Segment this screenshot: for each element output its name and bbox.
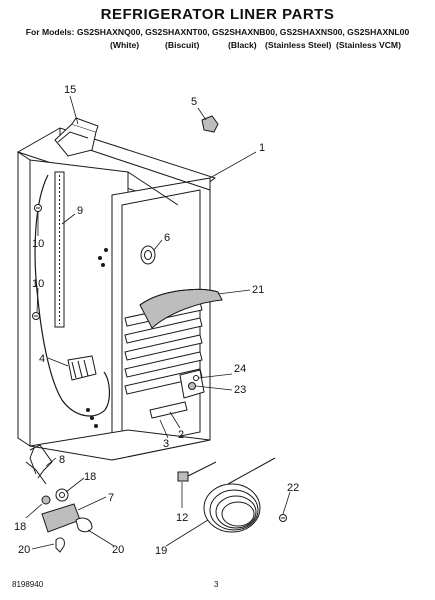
callout-15: 15 <box>64 84 76 96</box>
callout-18b: 18 <box>14 521 26 533</box>
color-label-black: (Black) <box>228 40 257 50</box>
color-label-stainless-vcm: (Stainless VCM) <box>336 40 401 50</box>
callout-10a: 10 <box>32 238 44 250</box>
callout-20b: 20 <box>112 544 124 556</box>
model-list: For Models: GS2SHAXNQ00, GS2SHAXNT00, GS… <box>25 27 410 37</box>
callout-22: 22 <box>287 482 299 494</box>
clip-part <box>201 115 219 133</box>
lamp-socket-assembly <box>41 488 93 553</box>
grommet <box>140 245 156 265</box>
small-screw <box>279 514 287 522</box>
callout-6: 6 <box>164 232 170 244</box>
color-label-stainless-steel: (Stainless Steel) <box>265 40 332 50</box>
callout-4: 4 <box>39 353 45 365</box>
callout-18a: 18 <box>84 471 96 483</box>
control-housing <box>54 117 99 157</box>
document-number: 8198940 <box>12 580 44 589</box>
callout-1: 1 <box>259 142 265 154</box>
harness-connector <box>25 444 53 485</box>
callout-24: 24 <box>234 363 246 375</box>
callout-7: 7 <box>108 492 114 504</box>
strap <box>149 401 188 419</box>
callout-23: 23 <box>234 384 246 396</box>
shelf-rail <box>54 171 65 328</box>
color-label-biscuit: (Biscuit) <box>165 40 200 50</box>
callout-12: 12 <box>176 512 188 524</box>
thermistor <box>177 461 217 482</box>
grille <box>67 355 97 381</box>
callout-8: 8 <box>59 454 65 466</box>
screw-top <box>34 204 42 212</box>
page-title: REFRIGERATOR LINER PARTS <box>100 6 335 23</box>
callout-19: 19 <box>155 545 167 557</box>
leader-lines <box>25 95 291 550</box>
callout-21: 21 <box>252 284 264 296</box>
callout-10b: 10 <box>32 278 44 290</box>
page-number: 3 <box>214 580 219 589</box>
light-cover <box>139 288 223 329</box>
callout-20a: 20 <box>18 544 30 556</box>
callout-3: 3 <box>163 438 169 450</box>
screw-mid <box>32 312 40 320</box>
callout-5: 5 <box>191 96 197 108</box>
color-label-white: (White) <box>110 40 140 50</box>
callout-2: 2 <box>178 429 184 441</box>
wire-harness <box>34 174 110 417</box>
coiled-cable <box>203 457 276 533</box>
callout-labels: 15 5 1 9 10 6 10 21 4 24 23 2 3 8 18 7 2… <box>14 84 299 557</box>
callout-9: 9 <box>77 205 83 217</box>
